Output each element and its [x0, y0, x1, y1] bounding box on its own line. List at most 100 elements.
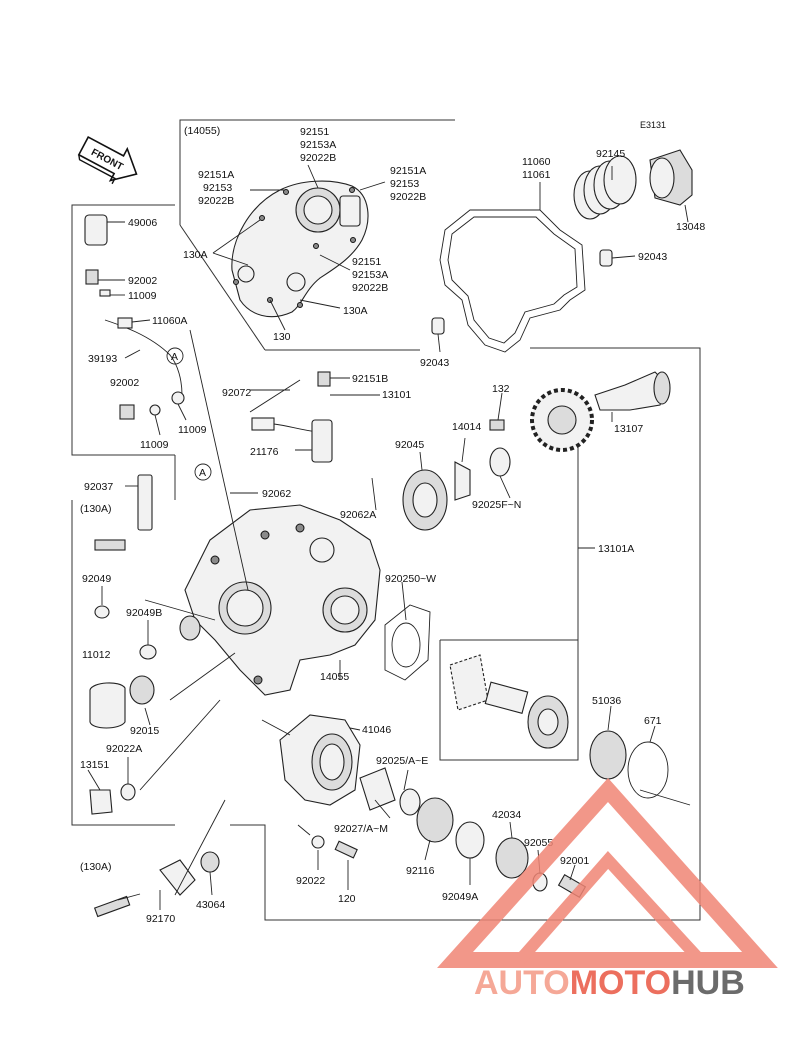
bolt-132-part: [489, 419, 505, 431]
label-92151a-left: 92151A: [198, 169, 234, 181]
label-92022a: 92022A: [106, 743, 142, 755]
label-92027-a-m: 92027/A~M: [334, 823, 388, 835]
watermark-logo: [437, 778, 778, 968]
label-92151-lower: 92151: [352, 256, 381, 268]
label-92037: 92037: [84, 481, 113, 493]
label-92049: 92049: [82, 573, 111, 585]
label-14055: 14055: [320, 671, 349, 683]
label-a-marker-2: A: [199, 467, 206, 479]
label-13101: 13101: [382, 389, 411, 401]
bevel-gear-part: [530, 388, 594, 452]
label-92043-right: 92043: [638, 251, 667, 263]
label-92151: 92151: [300, 126, 329, 138]
bearing-part: [402, 469, 448, 531]
gasket-part: [439, 209, 586, 353]
main-housing-part: [184, 504, 381, 696]
leader-lines: [87, 164, 691, 910]
label-92002-top: 92002: [128, 275, 157, 287]
label-92153a-lower: 92153A: [352, 269, 388, 281]
label-43064: 43064: [196, 899, 225, 911]
shaft-part: [594, 371, 671, 411]
sensor-parts: [249, 371, 333, 463]
label-92022: 92022: [296, 875, 325, 887]
label-41046: 41046: [362, 724, 391, 736]
label-671: 671: [644, 715, 662, 727]
label-92072: 92072: [222, 387, 251, 399]
label-92045: 92045: [395, 439, 424, 451]
label-92022b-right: 92022B: [390, 191, 426, 203]
label-92049b: 92049B: [126, 607, 162, 619]
label-92025-a-e: 92025/A~E: [376, 755, 428, 767]
pinion-gear-part: [449, 654, 569, 749]
ref-code: E3131: [640, 120, 666, 130]
label-92022b-left: 92022B: [198, 195, 234, 207]
spring-part: [573, 155, 637, 220]
label-92015: 92015: [130, 725, 159, 737]
label-92001: 92001: [560, 855, 589, 867]
label-92062: 92062: [262, 488, 291, 500]
label-21176: 21176: [250, 446, 279, 458]
label-92055: 92055: [524, 837, 553, 849]
label-92153a: 92153A: [300, 139, 336, 151]
part-labels: E3131 (14055) 92151 92153A 92022B 92151A…: [80, 120, 705, 925]
case-cover-part: [231, 180, 369, 318]
label-120: 120: [338, 893, 356, 905]
label-130a-paren: (130A): [80, 503, 112, 515]
label-11009-bottom: 11009: [140, 439, 169, 451]
label-920250-w: 920250~W: [385, 573, 436, 585]
plate-part: [454, 461, 471, 501]
label-51036: 51036: [592, 695, 621, 707]
seal-gasket-part: [384, 604, 431, 681]
label-11009-top: 11009: [128, 290, 157, 302]
marker-a-circle-2: [194, 463, 212, 481]
label-92153-left: 92153: [203, 182, 232, 194]
label-92151a-right: 92151A: [390, 165, 426, 177]
dowel-left-part: [431, 317, 445, 335]
label-14055-top: (14055): [184, 125, 220, 137]
label-92049a: 92049A: [442, 891, 478, 903]
label-a-marker-1: A: [171, 351, 178, 363]
label-132: 132: [492, 383, 510, 395]
label-11060: 11060: [522, 156, 551, 168]
dowel-right-part: [599, 249, 613, 267]
label-13101a: 13101A: [598, 543, 634, 555]
label-11060a: 11060A: [152, 315, 187, 327]
label-130a-left: 130A: [183, 249, 208, 261]
watermark-part-hub: HUB: [671, 964, 745, 1002]
label-92002-bottom: 92002: [110, 377, 139, 389]
watermark-m-icon: [515, 851, 705, 965]
watermark-text: AUTOMOTOHUB: [474, 964, 745, 1002]
label-92043-left: 92043: [420, 357, 449, 369]
label-14014: 14014: [452, 421, 481, 433]
label-13107: 13107: [614, 423, 643, 435]
front-arrow-icon: FRONT: [77, 136, 138, 185]
label-130: 130: [273, 331, 291, 343]
marker-a-circle-1: [166, 347, 184, 365]
label-11012: 11012: [82, 649, 111, 661]
final-gear-case-part: [279, 714, 669, 898]
label-92116: 92116: [406, 865, 435, 877]
watermark-part-auto: AUTO: [474, 964, 570, 1002]
label-49006: 49006: [128, 217, 157, 229]
label-92151b: 92151B: [352, 373, 388, 385]
label-130a-right: 130A: [343, 305, 368, 317]
label-92022b-lower: 92022B: [352, 282, 388, 294]
label-92145: 92145: [596, 148, 625, 160]
label-92170: 92170: [146, 913, 175, 925]
label-11061: 11061: [522, 169, 551, 181]
label-11009-right: 11009: [178, 424, 207, 436]
label-13048: 13048: [676, 221, 705, 233]
label-92022b: 92022B: [300, 152, 336, 164]
shim-part: [489, 447, 511, 477]
harness-parts: [84, 214, 185, 420]
label-92153-right: 92153: [390, 178, 419, 190]
label-39193: 39193: [88, 353, 117, 365]
watermark-triangle-icon: [437, 778, 778, 968]
label-130a-paren-bottom: (130A): [80, 861, 112, 873]
sleeve-part: [649, 149, 693, 206]
label-92025f-n: 92025F~N: [472, 499, 521, 511]
left-small-parts: [89, 474, 201, 815]
label-92062a: 92062A: [340, 509, 376, 521]
